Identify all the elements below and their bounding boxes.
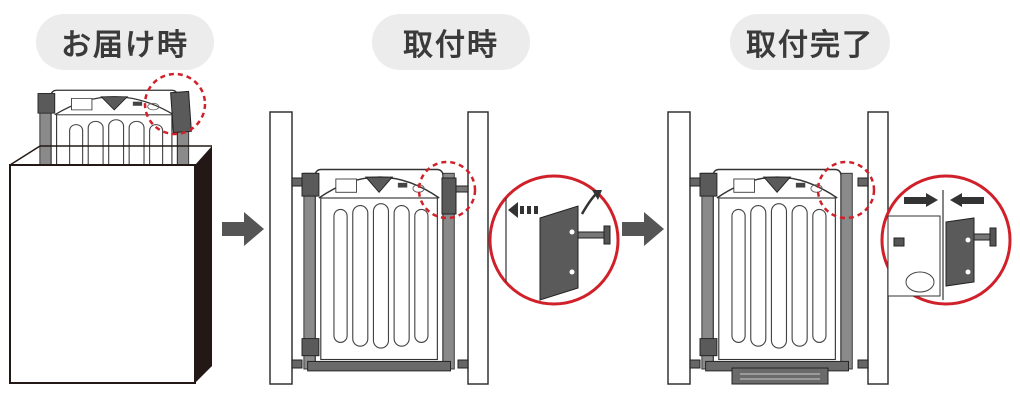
step-label-delivery: お届け時 <box>36 14 214 70</box>
step-label-installing: 取付時 <box>372 14 530 70</box>
delivery-gate-in-box <box>9 72 212 384</box>
completed-gate <box>667 111 1012 385</box>
step-arrow-2 <box>622 212 664 246</box>
step-label-complete: 取付完了 <box>730 14 890 70</box>
step-arrow-1 <box>222 212 264 246</box>
installing-gate <box>269 111 620 385</box>
